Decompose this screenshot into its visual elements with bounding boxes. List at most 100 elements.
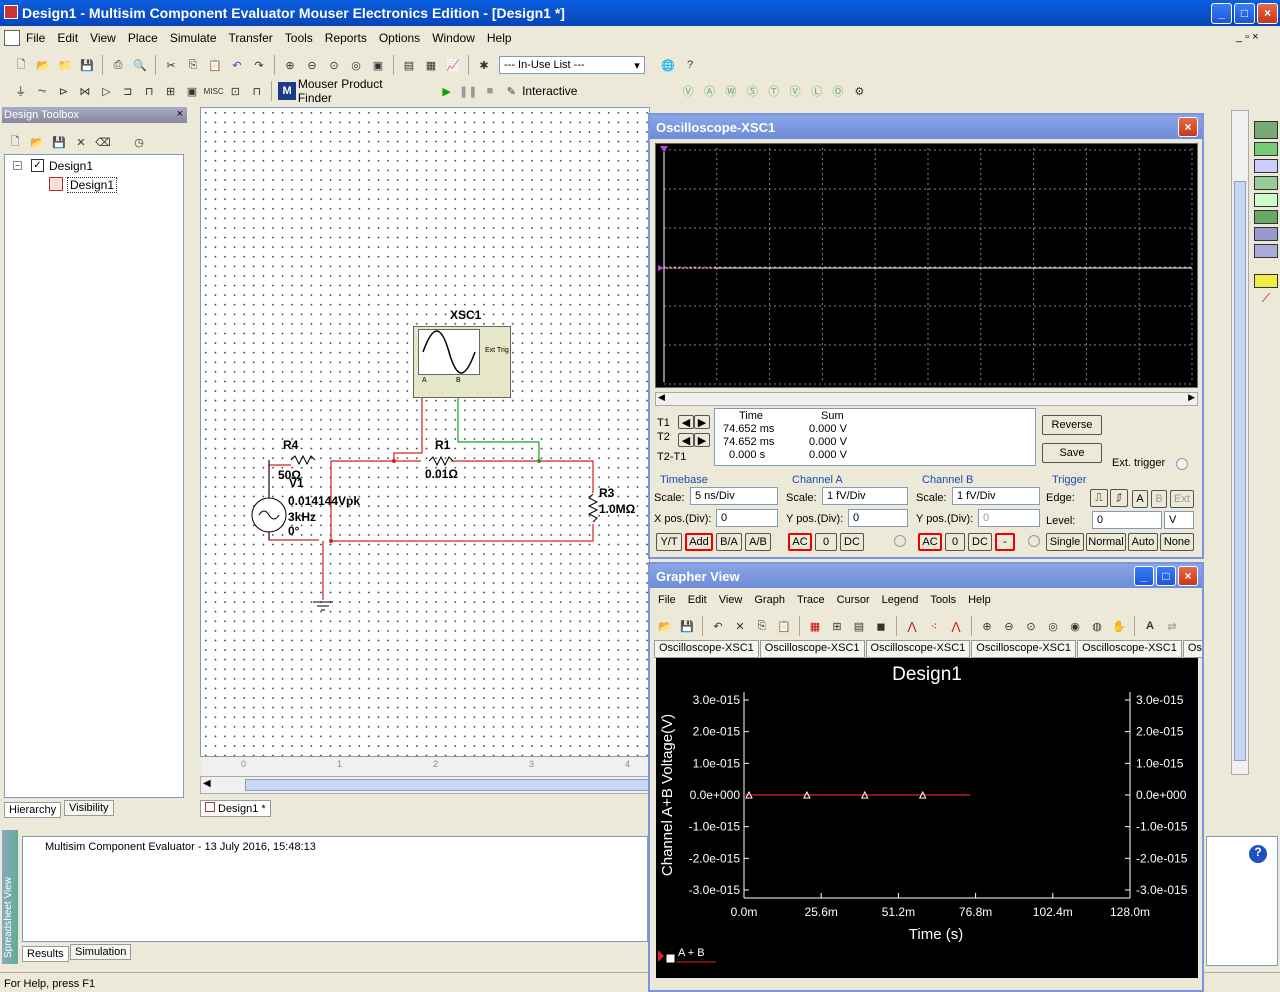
menu-transfer[interactable]: Transfer [228,31,273,45]
close-icon[interactable]: ✕ [76,136,86,149]
t2-left-arrow-icon[interactable]: ◀ [678,433,694,447]
redo-icon[interactable]: ↷ [254,59,264,72]
none-button[interactable]: None [1160,533,1194,551]
menu-edit[interactable]: Edit [57,31,79,45]
save-icon[interactable]: 💾 [680,620,694,633]
auto-button[interactable]: Auto [1128,533,1158,551]
open-icon[interactable]: 📂 [36,59,50,72]
channel-b-terminal[interactable] [1028,535,1040,547]
tab-results[interactable]: Results [22,946,69,962]
settings-icon[interactable]: ◷ [134,136,144,149]
misc-digital-icon[interactable]: ⊞ [165,85,176,98]
pan-icon[interactable]: ✋ [1112,620,1126,633]
delete-icon[interactable]: ⌫ [95,136,111,149]
timebase-xpos-field[interactable]: 0 [716,509,778,527]
new-icon[interactable]: 🗋 [16,58,26,71]
toggle-grid-icon[interactable]: ⊞ [832,620,842,633]
add-button[interactable]: Add [685,533,713,551]
scope-screen[interactable] [655,143,1198,388]
scroll-left-icon[interactable]: ◀ [203,778,211,789]
menu-reports[interactable]: Reports [324,31,367,45]
diode-icon[interactable]: ⊳ [58,85,69,98]
scope-scrollbar[interactable]: ◀ ▶ [655,392,1198,406]
grapher-menu-help[interactable]: Help [968,594,991,606]
paste-icon[interactable]: 📋 [208,59,222,72]
oscilloscope-icon[interactable] [1254,176,1278,190]
cut-icon[interactable]: ✕ [735,620,745,633]
channel-b-ac-button[interactable]: AC [918,533,942,551]
probe-icon-3[interactable]: Ⓦ [725,86,737,98]
tab-simulation[interactable]: Simulation [70,944,132,960]
text-icon[interactable]: A [1146,620,1154,632]
zoom-in-icon[interactable]: ⊕ [982,620,992,633]
tab-visibility[interactable]: Visibility [64,800,114,816]
zoom-x-icon[interactable]: ◎ [1048,620,1058,633]
word-generator-icon[interactable] [1254,210,1278,224]
channel-a-terminal[interactable] [894,535,906,547]
tree-root-design1[interactable]: Design1 [49,159,94,173]
analog-icon[interactable]: ▷ [102,85,111,98]
black-background-icon[interactable]: ◼ [876,620,886,633]
menu-options[interactable]: Options [378,31,421,45]
print-preview-icon[interactable]: 🔍 [133,59,147,72]
cut-icon[interactable]: ✂ [166,59,176,72]
export-icon[interactable]: ⇄ [1167,620,1177,633]
advanced-peripherals-icon[interactable]: ⊡ [230,85,240,98]
grapher-tab[interactable]: Oscilloscope-XSC1 [971,640,1077,658]
grapher-menu-file[interactable]: File [658,594,676,606]
schematic-canvas[interactable]: Ext Trig A B XSC1 R4 50Ω V1 0.014144Vpk … [200,107,651,776]
pause-icon[interactable]: ❚❚ [459,85,478,98]
fullscreen-icon[interactable]: ▣ [372,59,384,72]
tab-hierarchy[interactable]: Hierarchy [4,802,62,818]
trace-line-icon[interactable]: ⋀ [907,620,917,633]
grid-icon[interactable]: ▦ [809,620,821,633]
misc-icon[interactable]: MISC [203,86,224,96]
channel-b-minus-button[interactable]: - [995,533,1015,551]
open-icon[interactable]: 📂 [30,136,44,149]
resistor-icon[interactable]: ⏦ [37,84,47,97]
multimeter-icon[interactable] [1254,121,1278,139]
print-icon[interactable]: ⎙ [113,58,123,71]
component-icon[interactable]: ✱ [479,59,489,72]
stop-icon[interactable]: ■ [486,85,494,97]
close-button[interactable]: × [1178,117,1198,137]
copy-icon[interactable]: ⎘ [188,58,198,71]
zoom-area-icon[interactable]: ◍ [1092,620,1102,633]
paste-icon[interactable]: 📋 [777,620,791,633]
legend-icon[interactable]: ▤ [853,620,865,633]
spreadsheet-icon[interactable]: ▦ [425,59,437,72]
vertical-scrollbar[interactable] [1231,110,1249,775]
tab-design1[interactable]: Design1 * [200,800,271,817]
channel-a-ac-button[interactable]: AC [788,533,812,551]
zoom-area-icon[interactable]: ⊙ [329,59,339,72]
grapher-tab[interactable]: Oscilloscope-XSC1 [654,640,759,658]
logic-analyzer-icon[interactable] [1254,227,1278,241]
grapher-tab[interactable]: Oscilloscope-XSC1 [759,640,865,658]
menu-help[interactable]: Help [486,31,512,45]
grapher-menu-legend[interactable]: Legend [881,594,919,606]
grapher-menu-edit[interactable]: Edit [687,594,707,606]
maximize-button[interactable]: □ [1156,566,1176,586]
zoom-fit-icon[interactable]: ⊙ [1026,620,1036,633]
new-icon[interactable]: 🗋 [10,135,20,148]
save-icon[interactable]: 💾 [52,136,66,149]
interactive-button[interactable]: Interactive [522,84,578,98]
zoom-y-icon[interactable]: ◉ [1070,620,1080,633]
zoom-out-icon[interactable]: ⊖ [1004,620,1014,633]
probe-icon-2[interactable]: Ⓐ [704,86,716,98]
single-button[interactable]: Single [1046,533,1084,551]
checkbox-icon[interactable]: ✓ [31,159,44,172]
ext-trigger-terminal[interactable] [1176,458,1188,470]
channel-a-zero-button[interactable]: 0 [815,533,837,551]
close-button[interactable]: × [1257,3,1278,24]
grapher-icon[interactable]: 📈 [446,59,460,72]
rising-edge-icon[interactable]: ⎍ [1090,489,1108,507]
falling-edge-icon[interactable]: ⎎ [1110,489,1128,507]
normal-button[interactable]: Normal [1086,533,1126,551]
menu-tools[interactable]: Tools [284,31,313,45]
scroll-left-icon[interactable]: ◀ [658,392,665,402]
ab-button[interactable]: A/B [745,533,771,551]
yt-button[interactable]: Y/T [656,533,682,551]
undo-icon[interactable]: ↶ [713,620,723,633]
wattmeter-icon[interactable] [1254,159,1278,173]
